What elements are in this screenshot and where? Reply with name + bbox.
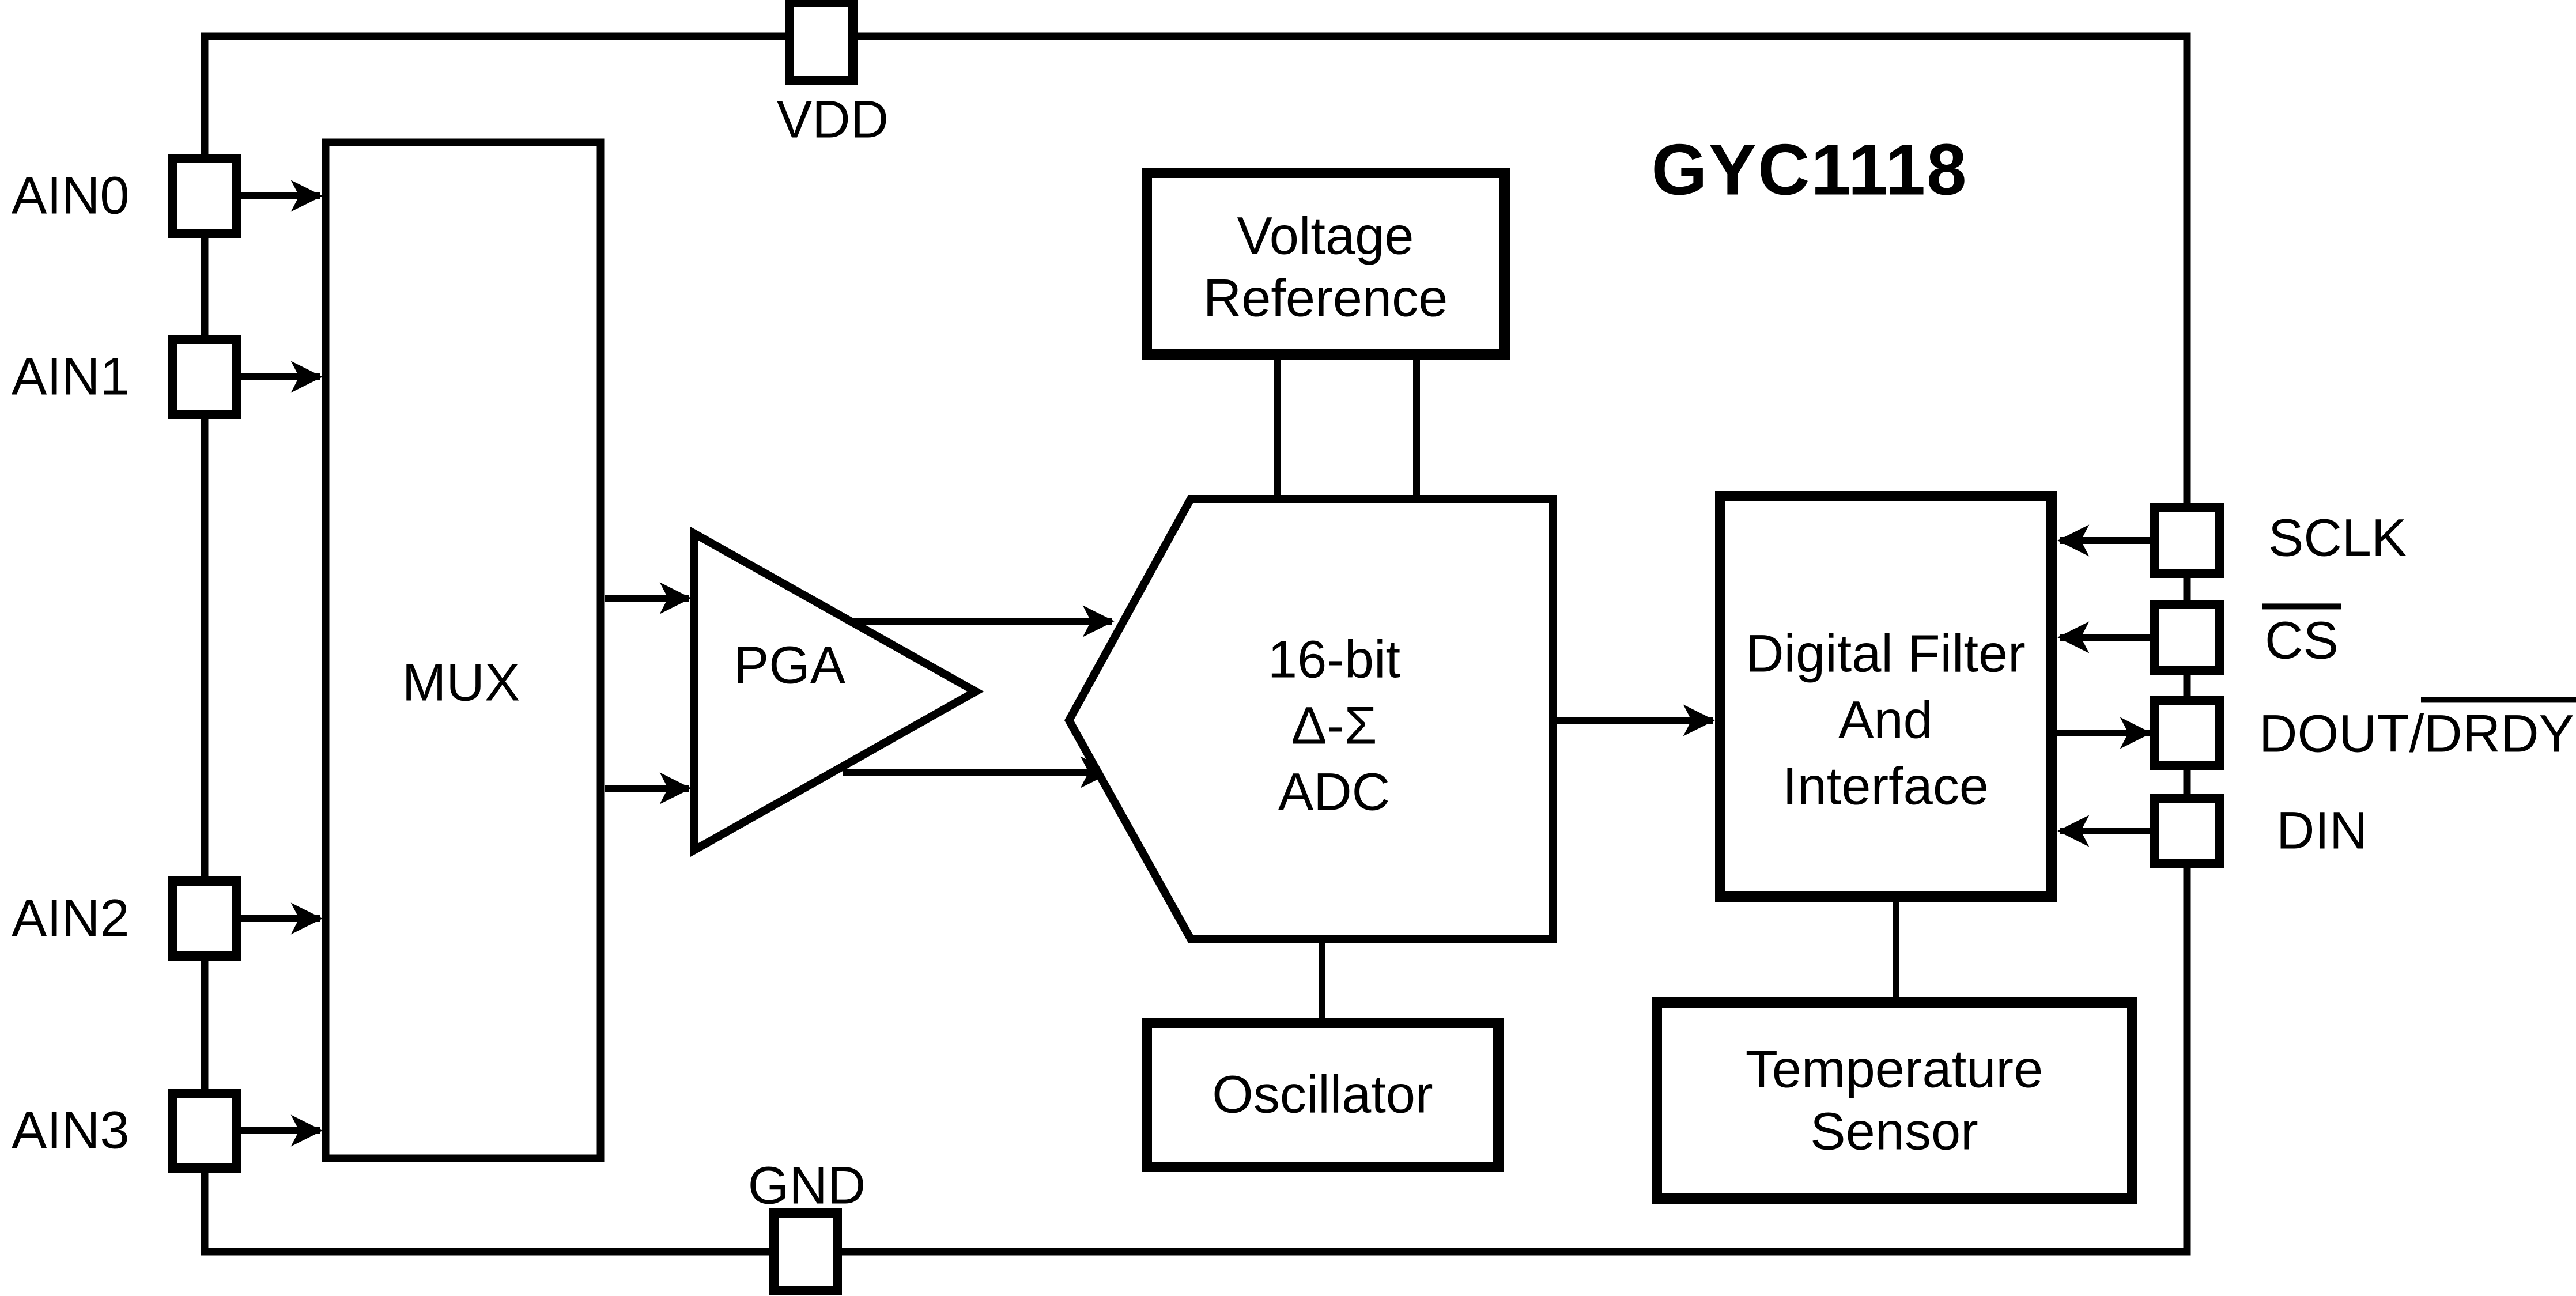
label-gnd: GND [747, 1156, 866, 1215]
label-ain1: AIN1 [12, 347, 130, 406]
label-adc-line2: Δ-Σ [1291, 696, 1377, 755]
block-adc [1064, 495, 1557, 943]
label-ain2: AIN2 [12, 889, 130, 948]
label-digital-filter-line3: Interface [1782, 757, 1989, 816]
pin-dout-drdy [2150, 696, 2224, 770]
block-voltage-reference [1142, 168, 1510, 360]
label-cs: CS [2262, 603, 2341, 670]
pin-ain3 [168, 1089, 241, 1173]
label-adc-line3: ADC [1278, 762, 1391, 822]
label-ain0: AIN0 [12, 166, 130, 225]
label-sclk: SCLK [2268, 508, 2407, 568]
block-temperature-sensor [1652, 997, 2137, 1204]
pin-gnd [769, 1208, 842, 1295]
block-digital-filter [1715, 491, 2057, 902]
label-digital-filter-line1: Digital Filter [1746, 624, 2026, 683]
dout-plain-text: DOUT/ [2259, 704, 2424, 764]
label-vref-line1: Voltage [1237, 206, 1414, 266]
pin-ain2 [168, 876, 241, 961]
pin-ain1 [168, 335, 241, 419]
label-vref-line2: Reference [1203, 269, 1448, 328]
pin-cs [2150, 600, 2224, 675]
cs-overline-text: CS [2262, 603, 2341, 670]
label-adc-line1: 16-bit [1267, 630, 1401, 689]
label-din: DIN [2276, 801, 2368, 860]
pin-din [2150, 794, 2224, 868]
label-digital-filter-line2: And [1838, 690, 1933, 750]
label-pga: PGA [733, 636, 846, 695]
block-mux [322, 138, 605, 1162]
pin-vdd [785, 0, 858, 85]
label-ain3: AIN3 [12, 1101, 130, 1160]
pin-sclk [2150, 503, 2224, 578]
label-dout-drdy: DOUT/DRDY [2259, 697, 2576, 764]
label-temp-sensor-line1: Temperature [1745, 1040, 2044, 1099]
label-vdd: VDD [776, 90, 889, 149]
label-temp-sensor-line2: Sensor [1810, 1102, 1978, 1161]
label-mux: MUX [402, 653, 520, 712]
block-oscillator [1142, 1018, 1504, 1172]
chip-title: GYC1118 [1651, 130, 1968, 210]
block-pga [690, 527, 984, 857]
label-oscillator: Oscillator [1212, 1065, 1433, 1124]
pin-ain0 [168, 154, 241, 238]
drdy-overline-text: DRDY [2421, 697, 2576, 764]
